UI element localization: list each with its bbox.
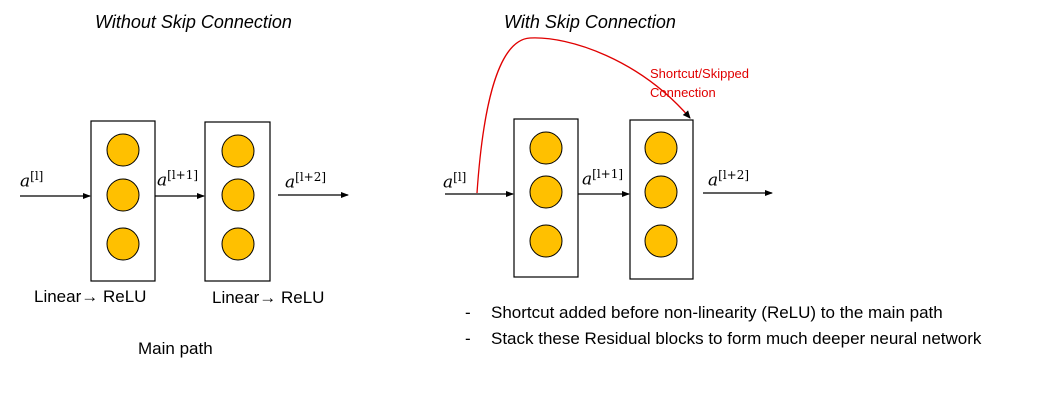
right-input-var: a [443,172,454,193]
left-input-var: a [20,171,31,192]
left-output-sup: [l+2] [295,170,327,184]
left-mid-sup: [l+1] [167,168,199,182]
bullet-item: - Shortcut added before non-linearity (Re… [465,300,981,326]
right-output-sup: [l+2] [718,168,750,182]
left-diagram [20,120,349,282]
main-path-caption: Main path [138,339,213,358]
right-mid-label: a[l+1] [582,167,623,190]
left-output-var: a [285,172,296,193]
bullet-marker: - [465,329,471,348]
bullet-text: Shortcut added before non-linearity (ReL… [491,303,943,322]
right-mid-var: a [582,169,593,190]
left-layer1-label: Linear→ ReLU [34,287,147,306]
right-output-label: a[l+2] [708,168,749,191]
right-layer2-neuron-1 [644,131,678,165]
right-diagram [445,37,773,280]
right-layer2-neuron-2 [644,175,678,209]
left-layer1-neuron-1 [106,133,140,167]
left-layer2-neuron-1 [221,134,255,168]
left-input-sup: [l] [30,169,44,183]
right-input-label: a[l] [443,170,466,193]
left-layer2-neuron-2 [221,178,255,212]
left-title: Without Skip Connection [95,12,292,32]
right-input-sup: [l] [453,170,467,184]
shortcut-label: Shortcut/Skipped Connection [650,66,750,100]
left-layer1-neuron-2 [106,178,140,212]
right-layer2-neuron-3 [644,224,678,258]
right-layer1-neuron-3 [529,224,563,258]
left-input-label: a[l] [20,169,43,192]
right-layer1-neuron-2 [529,175,563,209]
right-mid-sup: [l+1] [592,167,624,181]
bullet-marker: - [465,303,471,322]
left-mid-label: a[l+1] [157,168,198,191]
left-layer1-neuron-3 [106,227,140,261]
bullet-item: - Stack these Residual blocks to form muc… [465,326,981,352]
left-output-label: a[l+2] [285,170,326,193]
left-layer2-label: Linear→ ReLU [212,288,325,307]
left-layer2-neuron-3 [221,227,255,261]
right-layer1-neuron-1 [529,131,563,165]
left-mid-var: a [157,170,168,191]
shortcut-connection-curve [476,37,691,194]
right-title: With Skip Connection [504,12,676,32]
bullet-list: - Shortcut added before non-linearity (Re… [465,300,981,352]
bullet-text: Stack these Residual blocks to form much… [491,329,982,348]
right-output-var: a [708,170,719,191]
